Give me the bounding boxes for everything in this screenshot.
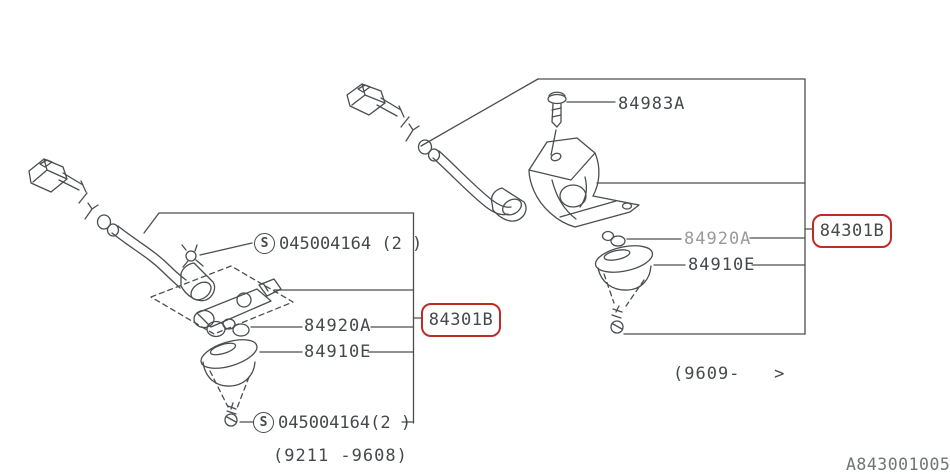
left-lens-drawing <box>200 339 258 409</box>
left-grommet-icon <box>96 214 120 237</box>
standard-part-symbol: S <box>253 412 274 433</box>
left-bulb-part-number: 84920A <box>304 316 372 336</box>
right-assembly-ref-number: 84301B <box>819 221 885 241</box>
left-assembly-ref-highlight: 84301B <box>421 303 501 337</box>
right-bottom-screw-icon <box>610 305 624 334</box>
right-grommet-icon <box>417 139 441 162</box>
right-screw-part-number: 84983A <box>618 94 686 114</box>
right-harness-wire <box>432 150 527 222</box>
right-figure-caption: (9609- > <box>673 364 786 384</box>
left-dashed-outline <box>150 265 294 335</box>
right-figure-drawing <box>346 78 813 335</box>
right-bulb-part-number: 84920A <box>684 229 752 249</box>
left-fastener-top-part-number: 045004164 (2 ) <box>279 233 423 254</box>
right-callout-lines <box>420 78 813 335</box>
left-top-screw-icon <box>181 244 204 268</box>
right-lens-part-number: 84910E <box>688 255 756 275</box>
left-assembly-ref-number: 84301B <box>428 310 494 330</box>
right-lens-drawing <box>594 245 654 307</box>
right-top-screw-icon <box>547 91 567 156</box>
left-figure-caption: (9211 -9608) <box>273 446 408 466</box>
left-figure-drawing <box>28 158 422 427</box>
left-lamp-socket-drawing <box>193 278 282 338</box>
left-bulb-icon <box>222 318 250 337</box>
left-fastener-top-callout: S 045004164 (2 ) <box>254 233 422 254</box>
left-fastener-bottom-part-number: 045004164(2 ) <box>278 412 412 433</box>
standard-part-symbol: S <box>254 233 275 254</box>
left-lens-part-number: 84910E <box>304 342 372 362</box>
left-harness-wire <box>111 225 216 302</box>
left-wire-clip-icon <box>78 192 99 220</box>
right-bulb-icon <box>601 230 626 247</box>
left-bottom-screw-icon <box>224 402 238 427</box>
right-wire-clip-icon <box>400 116 420 142</box>
drawing-number: A843001005 <box>846 455 950 474</box>
left-fastener-bottom-callout: S 045004164(2 ) <box>253 412 411 433</box>
right-bracket-drawing <box>528 137 640 228</box>
right-connector-plug-icon <box>346 83 405 118</box>
right-assembly-ref-highlight: 84301B <box>812 214 892 248</box>
left-connector-plug-icon <box>28 158 87 193</box>
left-callout-lines <box>143 212 422 424</box>
